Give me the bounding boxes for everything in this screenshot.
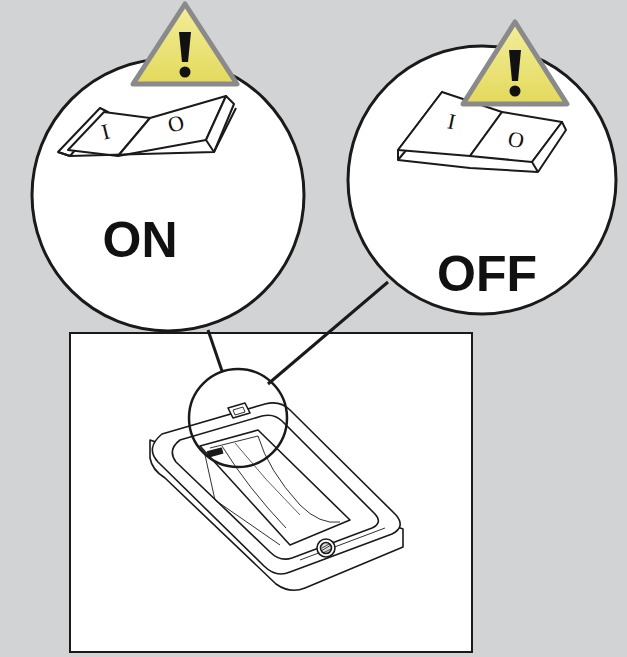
callout-circle: ON <box>30 57 306 333</box>
warning-icon <box>463 22 567 104</box>
leader-line <box>208 330 222 371</box>
circle-outline <box>30 57 306 333</box>
charger-device <box>150 403 403 590</box>
callout-circle: OFF <box>346 44 618 316</box>
switch-state-label: OFF <box>437 249 537 299</box>
rocker-switch-on <box>58 96 236 156</box>
switch-state-label: ON <box>103 215 178 265</box>
warning-icon <box>133 4 237 84</box>
device-panel <box>70 333 472 652</box>
highlight-circle <box>189 369 287 467</box>
rocker-switch-off <box>398 92 566 172</box>
leader-line <box>268 282 388 384</box>
